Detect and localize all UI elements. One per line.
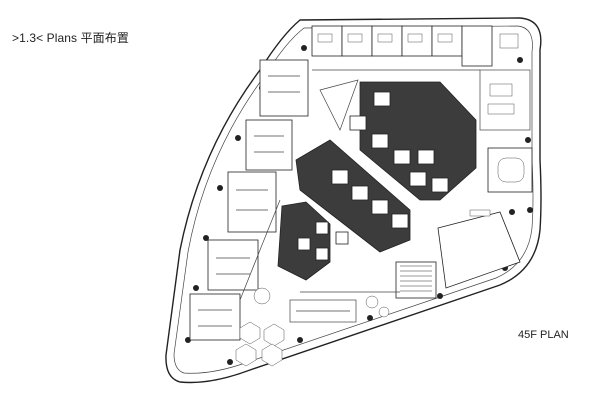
- south-lounge: [235, 287, 390, 367]
- building-core: [277, 81, 477, 281]
- corridor-lines: [239, 69, 480, 301]
- north-offices: [311, 25, 519, 67]
- drawing-title: >1.3< Plans 平面布置: [12, 31, 129, 45]
- west-workstations: [189, 59, 309, 341]
- floor-plan-label: 45F PLAN: [518, 329, 569, 341]
- building-outline: [165, 17, 542, 384]
- northeast-lounge: [479, 69, 531, 131]
- east-meeting-room: [487, 147, 533, 193]
- atrium-void: [319, 79, 359, 131]
- stair: [395, 261, 437, 299]
- southeast-hall: [437, 209, 521, 289]
